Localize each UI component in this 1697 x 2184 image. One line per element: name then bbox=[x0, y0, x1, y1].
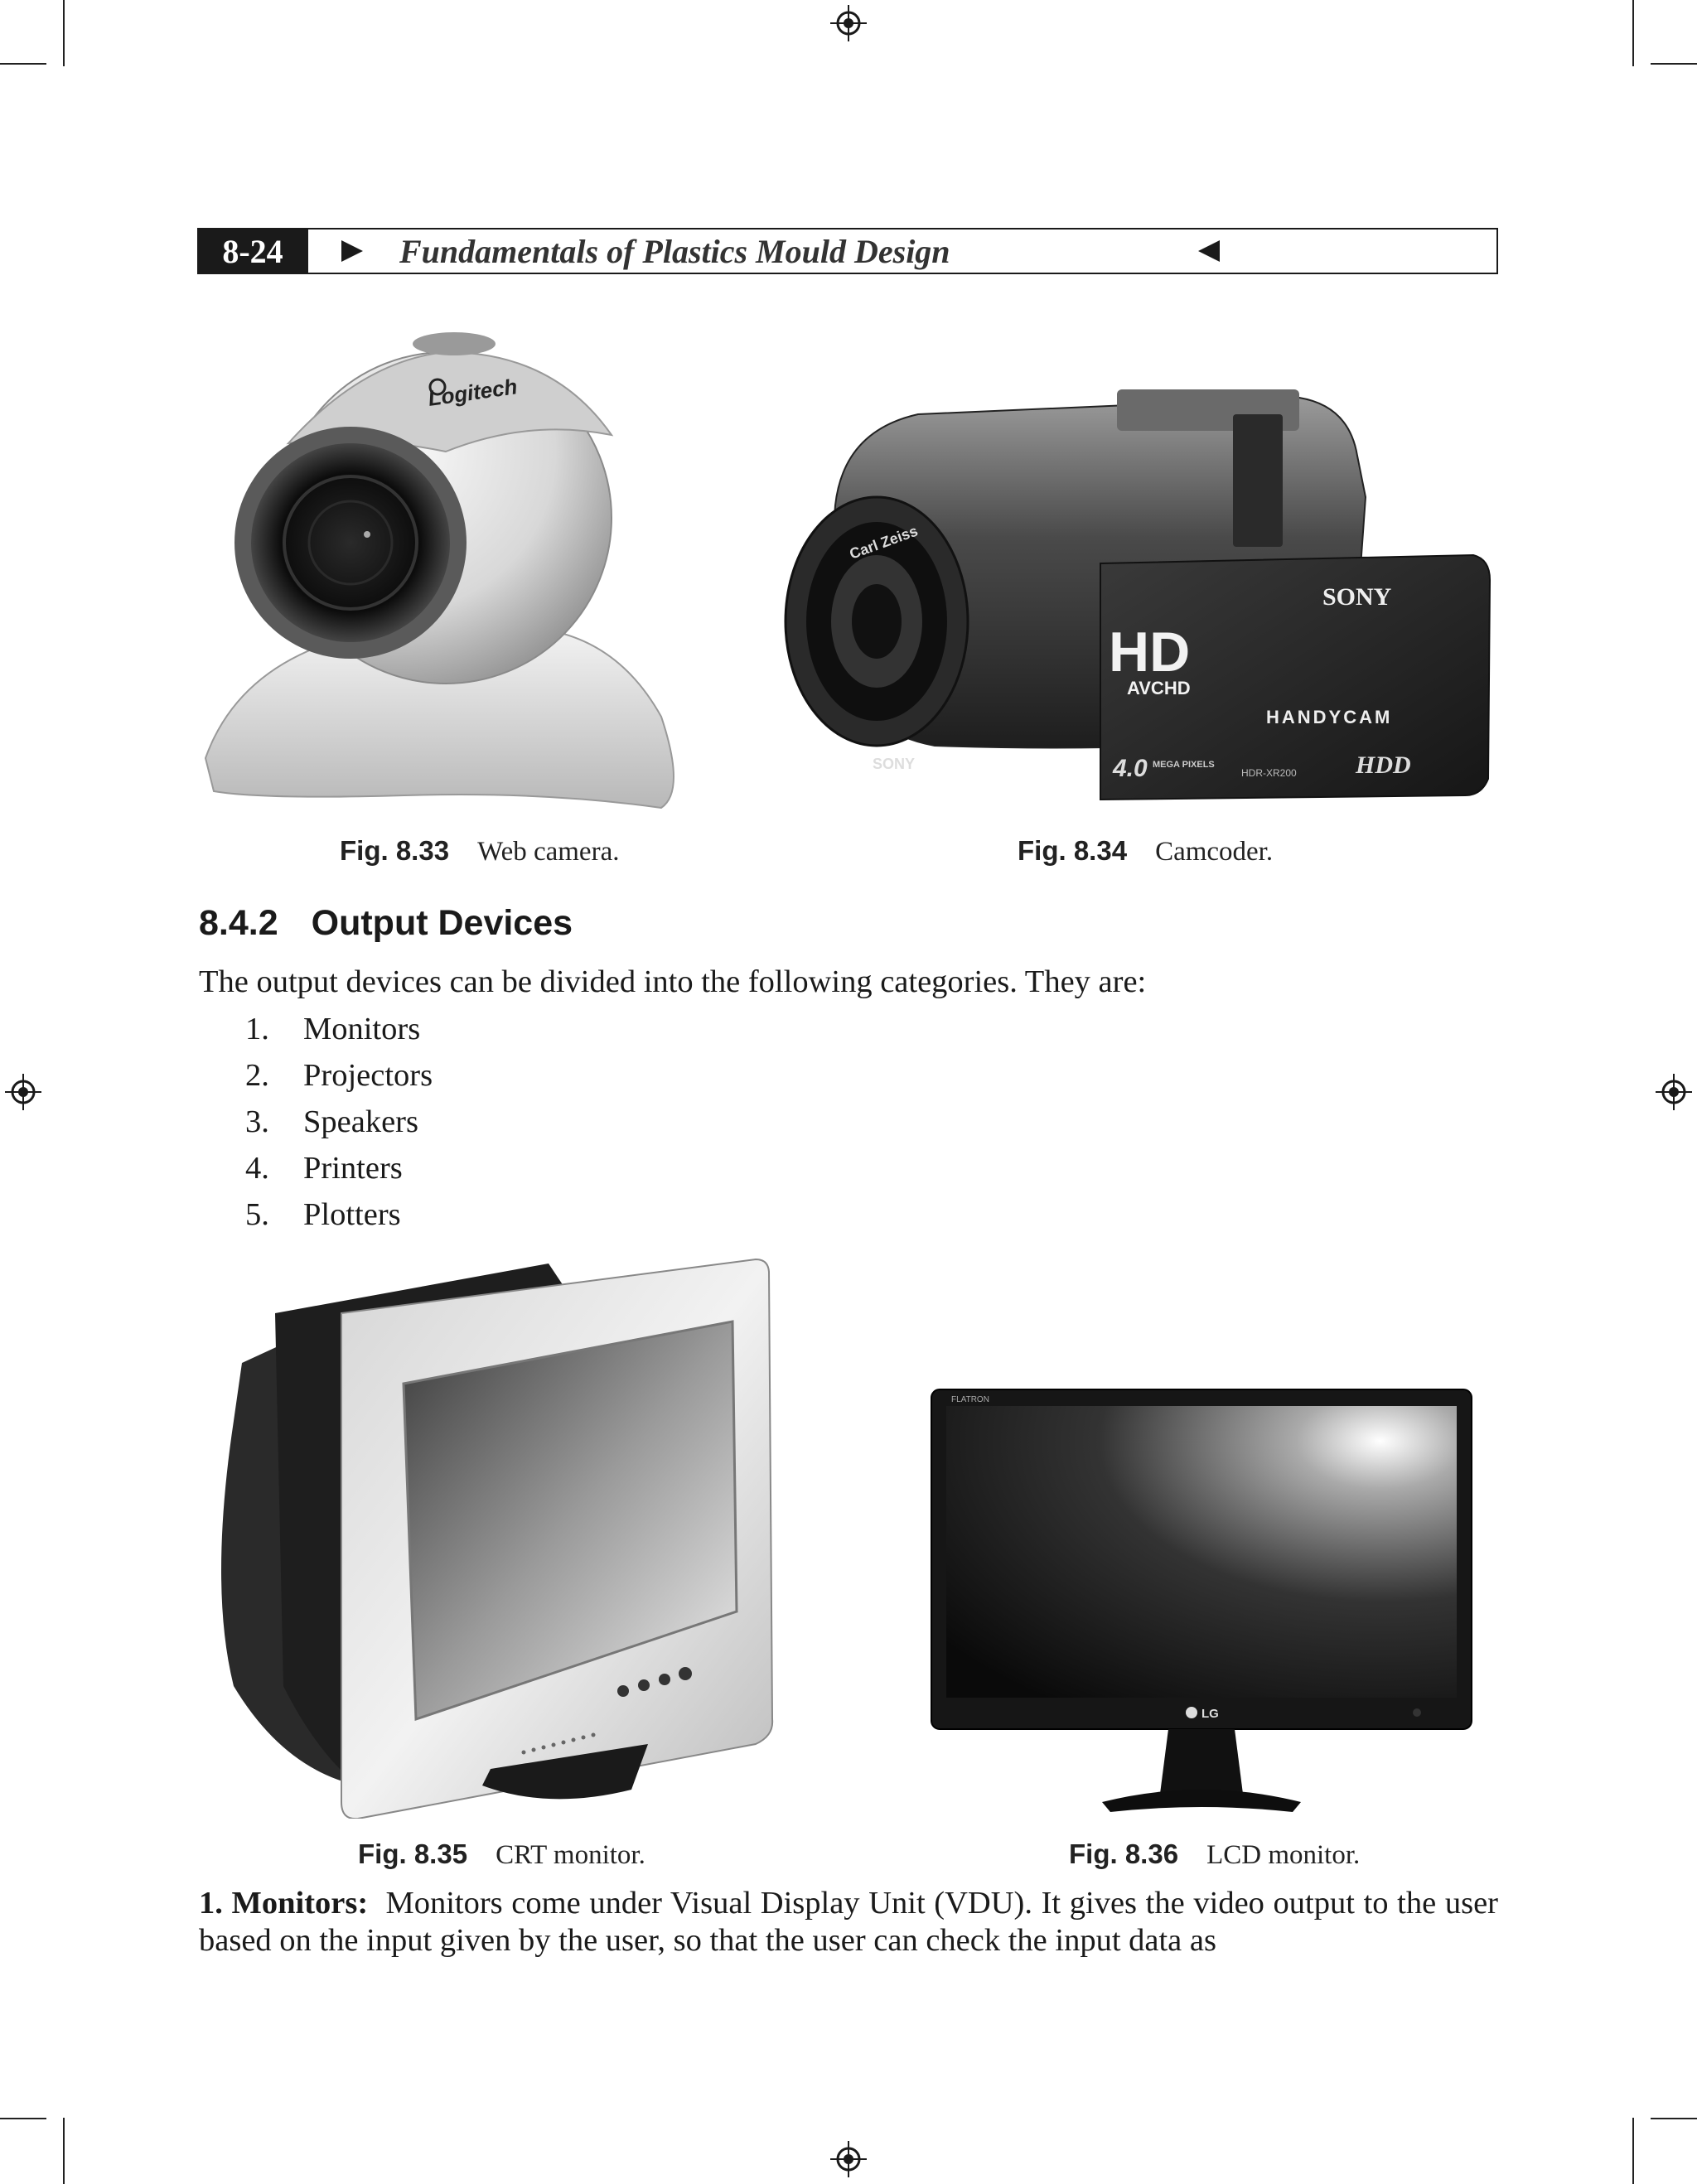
figure-text: LCD monitor. bbox=[1206, 1840, 1361, 1870]
figure-label: Fig. 8.33 bbox=[340, 835, 450, 866]
running-header: 8-24 Fundamentals of Plastics Mould Desi… bbox=[197, 228, 1498, 274]
page-number: 8-24 bbox=[197, 228, 308, 274]
model-number: HDR-XR200 bbox=[1241, 767, 1297, 779]
registration-mark-icon bbox=[5, 1074, 41, 1110]
figure-caption: Fig. 8.35 CRT monitor. bbox=[358, 1839, 645, 1871]
crop-mark bbox=[63, 2118, 65, 2184]
camcorder-brand: SONY bbox=[1322, 583, 1392, 611]
crop-mark bbox=[1632, 2118, 1634, 2184]
crt-monitor-image bbox=[221, 1258, 774, 1819]
camcorder-brand-body: SONY bbox=[873, 756, 915, 772]
list-item: 5.Plotters bbox=[245, 1197, 401, 1232]
crop-mark bbox=[0, 63, 46, 65]
list-item: 4.Printers bbox=[245, 1151, 403, 1186]
registration-mark-icon bbox=[1656, 1074, 1692, 1110]
figure-text: Web camera. bbox=[477, 837, 620, 867]
megapixel-label: MEGA PIXELS bbox=[1153, 760, 1215, 770]
triangle-left-icon bbox=[1198, 240, 1220, 262]
lcd-monitor-image: FLATRON LG bbox=[931, 1389, 1472, 1812]
section-number: 8.4.2 bbox=[199, 903, 278, 943]
crop-mark bbox=[1651, 63, 1697, 65]
list-item: 3.Speakers bbox=[245, 1104, 418, 1139]
list-item: 1.Monitors bbox=[245, 1012, 421, 1046]
crop-mark bbox=[1632, 0, 1634, 66]
registration-mark-icon bbox=[830, 2141, 867, 2177]
section-intro: The output devices can be divided into t… bbox=[199, 964, 1147, 999]
lcd-brand: LG bbox=[1201, 1707, 1219, 1721]
figure-label: Fig. 8.36 bbox=[1069, 1839, 1179, 1869]
crop-mark bbox=[1651, 2118, 1697, 2119]
avchd-logo: AVCHD bbox=[1127, 678, 1191, 698]
crop-mark bbox=[0, 2118, 46, 2119]
paragraph-text: Monitors come under Visual Display Unit … bbox=[199, 1886, 1498, 1958]
figure-text: CRT monitor. bbox=[496, 1840, 645, 1870]
megapixel-value: 4.0 bbox=[1112, 755, 1148, 782]
figure-caption: Fig. 8.36 LCD monitor. bbox=[1069, 1839, 1360, 1871]
book-title: Fundamentals of Plastics Mould Design bbox=[399, 232, 950, 270]
hd-logo: HD bbox=[1109, 621, 1190, 684]
figure-label: Fig. 8.34 bbox=[1018, 835, 1128, 866]
paragraph-lead: 1. Monitors: bbox=[199, 1886, 369, 1921]
handycam-logo: HANDYCAM bbox=[1266, 707, 1392, 727]
registration-mark-icon bbox=[830, 5, 867, 41]
section-title: Output Devices bbox=[311, 903, 573, 943]
crop-mark bbox=[63, 0, 65, 66]
lcd-model-label: FLATRON bbox=[951, 1395, 989, 1404]
monitors-paragraph: 1. Monitors: Monitors come under Visual … bbox=[199, 1885, 1498, 1959]
figure-text: Camcoder. bbox=[1155, 837, 1274, 867]
webcam-image: Logitech bbox=[204, 332, 674, 809]
triangle-right-icon bbox=[341, 240, 363, 262]
figure-caption: Fig. 8.33 Web camera. bbox=[340, 835, 619, 867]
camcorder-image: Carl Zeiss SONY SONY HD AVCHD HANDYCAM 4… bbox=[784, 389, 1492, 801]
figure-caption: Fig. 8.34 Camcoder. bbox=[1018, 835, 1273, 867]
list-item: 2.Projectors bbox=[245, 1058, 433, 1093]
figure-label: Fig. 8.35 bbox=[358, 1839, 468, 1869]
section-heading: 8.4.2 Output Devices bbox=[199, 903, 573, 944]
hdd-logo: HDD bbox=[1355, 751, 1411, 779]
